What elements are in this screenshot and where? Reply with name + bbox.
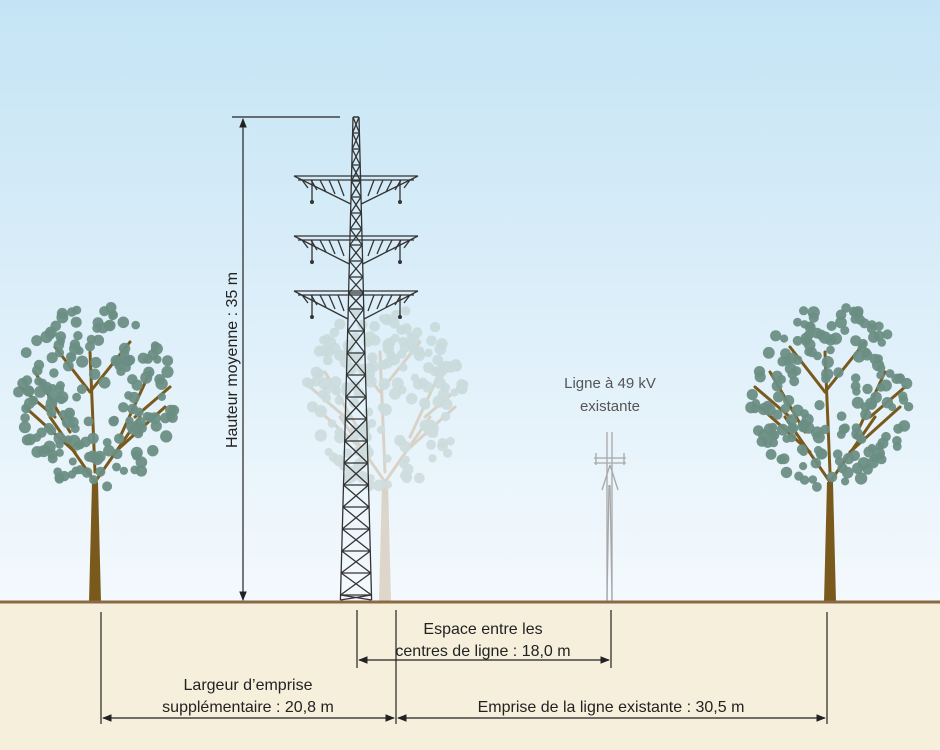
height-label: Hauteur moyenne : 35 m [224,272,241,448]
tree-left-icon [13,302,180,602]
spacing-label-1: Espace entre les [423,621,542,638]
extra-row-label-1: Largeur d’emprise [184,677,313,694]
existing-line-label-2: existante [580,398,640,415]
faded-tree-icon [302,306,469,602]
existing-line-label-1: Ligne à 49 kV [564,375,656,392]
ground [0,602,940,750]
height-dimension [232,116,340,601]
sky [0,0,940,602]
transmission-tower-icon [293,116,419,601]
dimension-guides [100,610,828,724]
existing-row-label: Emprise de la ligne existante : 30,5 m [478,699,745,716]
spacing-label-2: centres de ligne : 18,0 m [395,643,570,660]
existing-pole-icon [594,432,626,602]
tree-right-icon [745,303,914,602]
extra-row-label-2: supplémentaire : 20,8 m [162,699,334,716]
